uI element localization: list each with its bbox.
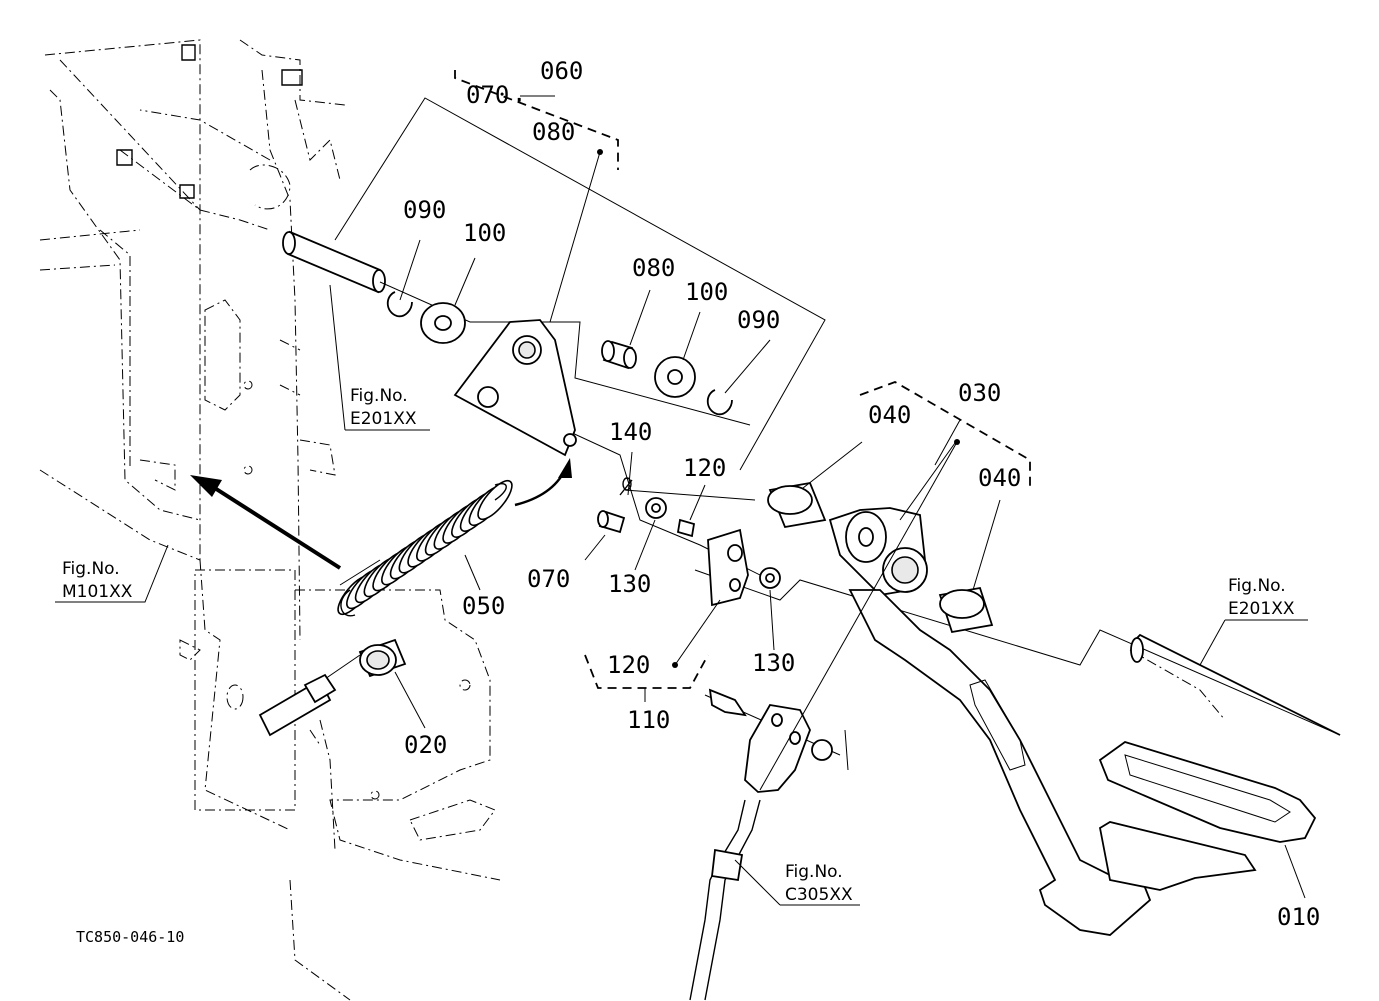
- label-020: 020: [404, 731, 447, 759]
- pedal-hub-030: [828, 381, 1031, 596]
- fig-ref-m101-title: Fig.No.: [62, 559, 120, 579]
- label-130-right: 130: [752, 649, 795, 677]
- fig-ref-e201-right[interactable]: Fig.No. E201XX: [1228, 576, 1295, 619]
- label-060: 060: [540, 57, 583, 85]
- pedal-arm-010: [848, 589, 1341, 936]
- fig-ref-c305-code: C305XX: [785, 885, 853, 905]
- part-number-labels: 060 070 · 080 090 100 080 100 090 030 04…: [403, 57, 1320, 931]
- label-110: 110: [627, 706, 670, 734]
- cable-clevis: [689, 688, 849, 1001]
- fig-ref-m101[interactable]: Fig.No. M101XX: [62, 559, 133, 602]
- label-dot-top: ·: [512, 86, 526, 114]
- lever-plate-060: [453, 319, 577, 457]
- return-spring-050: [337, 479, 513, 617]
- label-120-top: 120: [683, 454, 726, 482]
- label-040-top: 040: [868, 401, 911, 429]
- pin-140: [619, 477, 633, 496]
- label-120-group: 120: [607, 651, 650, 679]
- label-140: 140: [609, 418, 652, 446]
- washer-130-left: [645, 497, 667, 519]
- collar-020: [258, 638, 407, 737]
- group-outline-060: [334, 70, 826, 471]
- bushing-080-mid: [601, 340, 637, 370]
- fig-ref-e201-left[interactable]: Fig.No. E201XX: [350, 386, 417, 429]
- label-090-left: 090: [403, 196, 446, 224]
- snap-ring-090-left: [386, 291, 413, 318]
- label-090-right: 090: [737, 306, 780, 334]
- fig-ref-e201-right-code: E201XX: [1228, 599, 1295, 619]
- frame-outline: [39, 39, 501, 1001]
- pivot-shaft: [282, 230, 386, 294]
- fig-ref-c305[interactable]: Fig.No. C305XX: [785, 862, 853, 905]
- reference-dots: [597, 149, 960, 668]
- label-040-right: 040: [978, 464, 1021, 492]
- label-050: 050: [462, 592, 505, 620]
- bushing-040-top: [767, 481, 827, 529]
- washer-100-left: [420, 302, 466, 344]
- fig-ref-e201-right-title: Fig.No.: [1228, 576, 1286, 596]
- group-outline-110: [584, 654, 709, 702]
- leader-lines: [55, 95, 1308, 906]
- fig-ref-e201-left-code: E201XX: [350, 409, 417, 429]
- label-070-lower: 070: [527, 565, 570, 593]
- bushing-070-lower: [597, 510, 626, 534]
- washer-130-right: [759, 567, 781, 589]
- label-100-left: 100: [463, 219, 506, 247]
- drawing-code: TC850-046-10: [76, 928, 184, 946]
- bushing-040-right: [938, 586, 994, 634]
- label-070-top: 070: [466, 81, 509, 109]
- direction-arrows: [190, 458, 572, 570]
- fig-ref-m101-code: M101XX: [62, 582, 133, 602]
- label-010: 010: [1277, 903, 1320, 931]
- label-080-top: 080: [532, 118, 575, 146]
- washer-100-mid: [654, 356, 696, 398]
- bracket-120: [707, 528, 749, 607]
- snap-ring-090-right: [706, 389, 733, 416]
- label-080-mid: 080: [632, 254, 675, 282]
- fig-ref-c305-title: Fig.No.: [785, 862, 843, 882]
- label-100-mid: 100: [685, 278, 728, 306]
- fig-ref-e201-left-title: Fig.No.: [350, 386, 408, 406]
- pin-120-top: [676, 518, 696, 538]
- label-030: 030: [958, 379, 1001, 407]
- label-130-left: 130: [608, 570, 651, 598]
